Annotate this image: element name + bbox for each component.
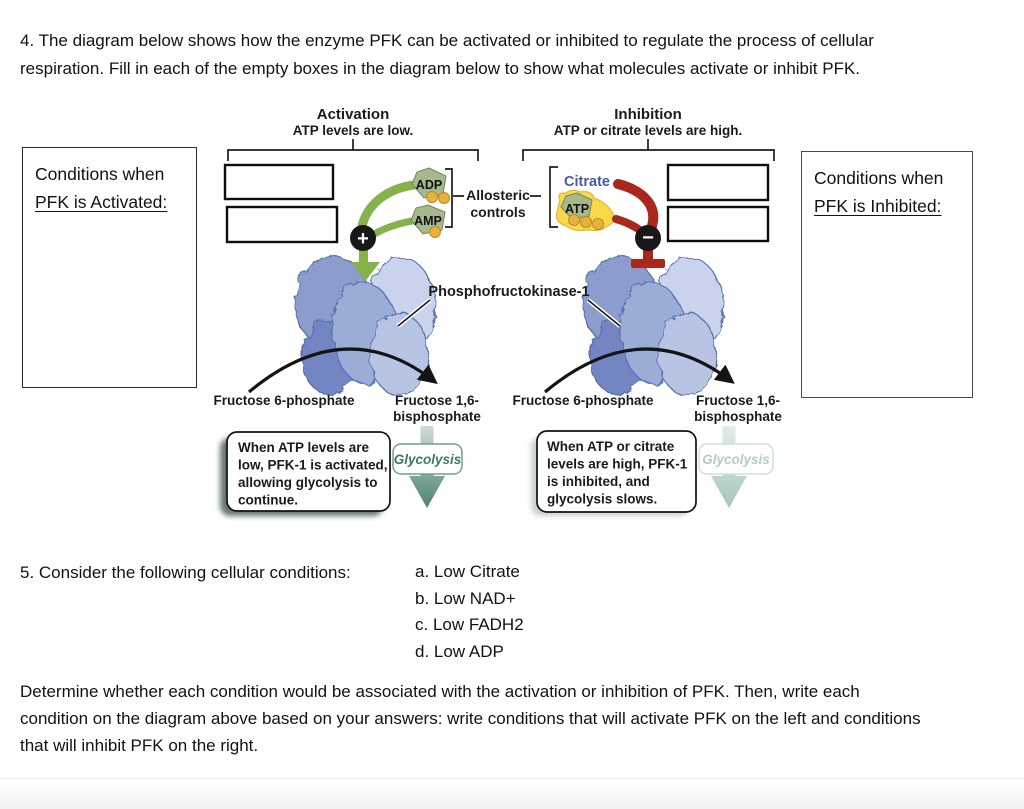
substrate-f6p-left: Fructose 6-phosphate	[213, 393, 355, 408]
reaction-arrow-right	[543, 347, 735, 394]
inhibition-title: Inhibition	[614, 106, 681, 123]
option-low-citrate: a. Low Citrate	[415, 562, 520, 581]
inhibition-bracket	[522, 139, 775, 161]
svg-text:ATP: ATP	[565, 202, 589, 216]
reaction-arrow-left	[247, 347, 438, 394]
pfk-enzyme-right-icon	[584, 256, 724, 395]
inhibited-callout: When ATP or citrate levels are high, PFK…	[531, 430, 697, 516]
inhibited-panel-line2: PFK is Inhibited:	[814, 196, 942, 216]
inhibition-arrows-icon	[612, 179, 665, 268]
product-f16bp-left-line1: Fructose 1,6-	[395, 393, 479, 408]
answer-box-activator-1[interactable]	[223, 163, 335, 201]
closing-line1: Determine whether each condition would b…	[20, 682, 860, 701]
activation-title: Activation	[317, 106, 390, 123]
svg-text:Glycolysis: Glycolysis	[702, 452, 770, 467]
enzyme-label: Phosphofructokinase-1	[428, 284, 589, 300]
plus-icon: +	[350, 225, 376, 251]
inhibited-conditions-panel[interactable]: Conditions when PFK is Inhibited:	[801, 151, 973, 398]
svg-text:controls: controls	[470, 204, 525, 220]
activation-subtitle: ATP levels are low.	[293, 123, 414, 138]
option-low-adp: d. Low ADP	[415, 641, 504, 661]
inhibition-subtitle: ATP or citrate levels are high.	[554, 123, 743, 138]
svg-text:Glycolysis: Glycolysis	[394, 452, 462, 467]
option-low-fadh2: c. Low FADH2	[415, 615, 524, 634]
svg-text:low, PFK-1 is activated,: low, PFK-1 is activated,	[238, 458, 388, 473]
product-f16bp-right-line1: Fructose 1,6-	[696, 393, 780, 408]
allosteric-controls-label: Allosteric controls	[445, 166, 558, 228]
enzyme-pointer-lines	[397, 299, 621, 327]
product-f16bp-left-line2: bisphosphate	[393, 409, 481, 424]
svg-text:When ATP or citrate: When ATP or citrate	[547, 439, 675, 454]
svg-text:−: −	[642, 227, 654, 249]
svg-text:Allosteric: Allosteric	[466, 187, 530, 203]
minus-icon: −	[635, 225, 661, 251]
activation-bracket	[227, 139, 479, 161]
citrate-label: Citrate	[564, 174, 610, 190]
activated-conditions-panel[interactable]: Conditions when PFK is Activated:	[22, 147, 197, 388]
closing-paragraph: Determine whether each condition would b…	[20, 678, 921, 760]
atp-molecule-icon: ATP	[555, 189, 615, 232]
answer-box-inhibitor-1[interactable]	[666, 163, 770, 202]
answer-box-inhibitor-2[interactable]	[666, 205, 770, 243]
product-f16bp-right-line2: bisphosphate	[694, 409, 782, 424]
question5-options: a. Low Citrate b. Low NAD+ c. Low FADH2 …	[415, 559, 524, 665]
closing-line3: that will inhibit PFK on the right.	[20, 736, 259, 756]
svg-text:levels are high, PFK-1: levels are high, PFK-1	[547, 457, 688, 472]
activated-panel-line2: PFK is Activated:	[35, 192, 168, 212]
question4-line1: 4. The diagram below shows how the enzym…	[20, 31, 874, 50]
amp-molecule-icon: AMP	[410, 204, 446, 238]
footer-gradient	[0, 778, 1024, 809]
answer-box-activator-2[interactable]	[225, 205, 339, 244]
glycolysis-badge-right: Glycolysis	[698, 443, 774, 475]
svg-text:AMP: AMP	[414, 214, 442, 228]
svg-text:glycolysis slows.: glycolysis slows.	[547, 492, 657, 507]
svg-text:When ATP levels are: When ATP levels are	[238, 440, 370, 455]
pfk-regulation-diagram: Activation ATP levels are low. Inhibitio…	[213, 106, 782, 516]
question5-prompt: 5. Consider the following cellular condi…	[20, 563, 351, 582]
question4-line2: respiration. Fill in each of the empty b…	[20, 59, 861, 78]
adp-molecule-icon: ADP	[411, 167, 450, 204]
question4-text: 4. The diagram below shows how the enzym…	[20, 27, 874, 83]
activated-panel-line1: Conditions when	[35, 164, 165, 184]
svg-text:is inhibited, and: is inhibited, and	[547, 474, 650, 489]
svg-text:ADP: ADP	[416, 178, 442, 192]
svg-text:continue.: continue.	[238, 493, 298, 508]
closing-line2: condition on the diagram above based on …	[20, 709, 921, 729]
svg-text:allowing glycolysis to: allowing glycolysis to	[238, 475, 378, 490]
glycolysis-badge-left: Glycolysis	[392, 443, 463, 475]
inhibited-panel-line1: Conditions when	[814, 168, 944, 188]
activated-callout: When ATP levels are low, PFK-1 is activa…	[220, 431, 391, 516]
substrate-f6p-right: Fructose 6-phosphate	[512, 393, 654, 408]
option-low-nad: b. Low NAD+	[415, 588, 516, 608]
svg-text:+: +	[357, 228, 369, 250]
